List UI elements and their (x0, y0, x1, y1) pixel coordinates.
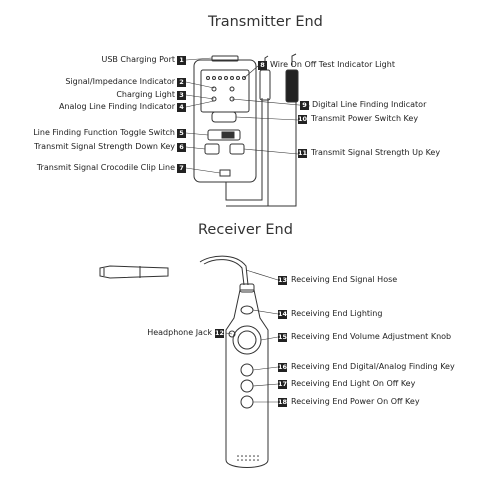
signal-hose (199, 255, 249, 286)
marker-12: 12 (215, 329, 225, 338)
marker-14: 14 (278, 310, 288, 319)
label-analog-line-finding-indicator: Analog Line Finding Indicator (58, 102, 175, 111)
label-wire-test-indicator: Wire On Off Test Indicator Light (270, 60, 395, 69)
marker-16: 16 (278, 363, 288, 372)
black-clip (285, 69, 299, 103)
label-charging-light: Charging Light (116, 90, 175, 99)
marker-9: 9 (300, 101, 309, 110)
label-signal-hose: Receiving End Signal Hose (291, 275, 398, 284)
label-usb-charging-port: USB Charging Port (101, 55, 175, 64)
volume-knob (232, 325, 262, 355)
marker-6: 6 (177, 143, 186, 152)
marker-10: 10 (298, 115, 308, 124)
transmitter-body (193, 59, 257, 183)
label-digital-line-finding-indicator: Digital Line Finding Indicator (312, 100, 427, 109)
label-light-on-off-key: Receiving End Light On Off Key (291, 379, 416, 388)
label-signal-impedance-indicator: Signal/Impedance Indicator (65, 77, 175, 86)
marker-3: 3 (177, 91, 186, 100)
probe-tip (99, 265, 169, 279)
label-digital-analog-key: Receiving End Digital/Analog Finding Key (291, 362, 455, 371)
marker-1: 1 (177, 56, 186, 65)
transmitter-usb-port (211, 55, 239, 62)
label-receiving-lighting: Receiving End Lighting (291, 309, 383, 318)
marker-2: 2 (177, 78, 186, 87)
label-line-finding-toggle-switch: Line Finding Function Toggle Switch (33, 128, 175, 137)
label-strength-down-key: Transmit Signal Strength Down Key (34, 142, 175, 151)
label-strength-up-key: Transmit Signal Strength Up Key (311, 148, 441, 157)
transmitter-up-key (229, 143, 245, 155)
receiver-title: Receiver End (198, 222, 293, 238)
label-crocodile-clip-line: Transmit Signal Crocodile Clip Line (36, 163, 175, 172)
label-volume-knob: Receiving End Volume Adjustment Knob (291, 332, 452, 341)
light-key (240, 379, 254, 393)
marker-11: 11 (298, 149, 308, 158)
power-key (240, 395, 254, 409)
transmitter-title: Transmitter End (208, 14, 323, 30)
marker-4: 4 (177, 103, 186, 112)
mode-key (240, 363, 254, 377)
transmitter-down-key (204, 143, 220, 155)
marker-13: 13 (278, 276, 288, 285)
label-headphone-jack: Headphone Jack (147, 328, 212, 337)
marker-8: 8 (258, 61, 267, 70)
marker-18: 18 (278, 398, 288, 407)
label-transmit-power-switch: Transmit Power Switch Key (311, 114, 419, 123)
marker-17: 17 (278, 380, 288, 389)
marker-7: 7 (177, 164, 186, 173)
receiver-body (225, 289, 269, 468)
marker-5: 5 (177, 129, 186, 138)
transmitter-power-key (211, 111, 237, 123)
red-clip (259, 69, 271, 101)
label-power-on-off-key: Receiving End Power On Off Key (291, 397, 420, 406)
marker-15: 15 (278, 333, 288, 342)
